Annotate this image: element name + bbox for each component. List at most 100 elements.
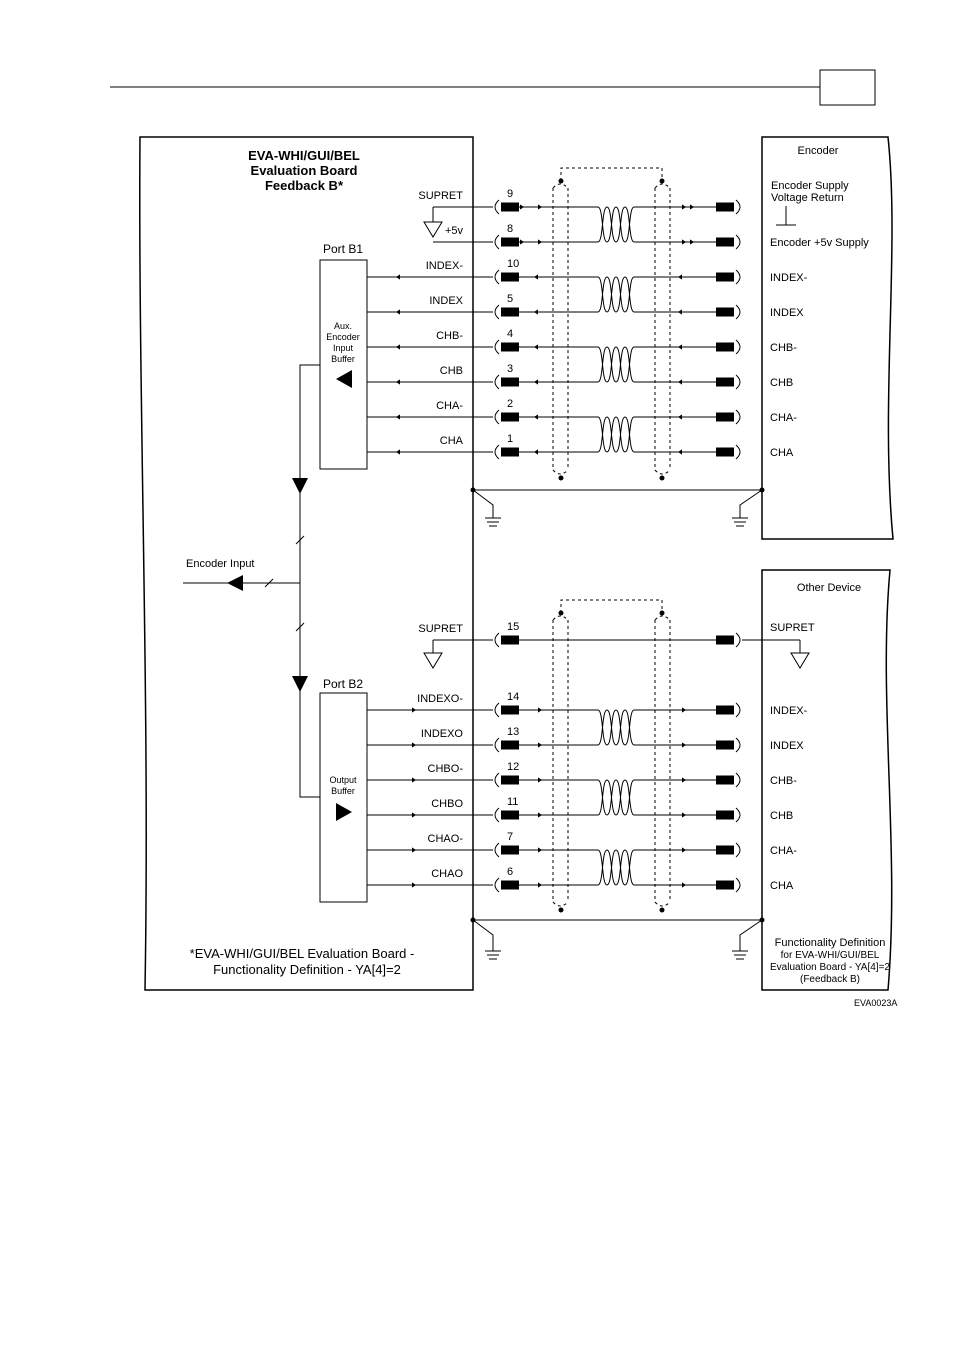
port-b2-buffer [319,692,368,903]
b1-buffer-line-4: Buffer [331,354,355,364]
board-signal-label: INDEXO [421,728,464,740]
board-signal-label: INDEXO- [417,693,463,705]
pin-number: 11 [507,796,518,808]
pin-number: 6 [507,866,513,878]
shield-top [552,167,671,481]
device-signal-label: CHB- [770,342,797,354]
pin-number: 4 [507,328,513,340]
board-signal-label: CHBO- [428,763,464,775]
board-signal-label: SUPRET [418,190,463,202]
encoder-outline [761,136,894,540]
bus-slash-2 [295,622,305,632]
board-signal-label: INDEX- [426,260,464,272]
twisted-pair-4 [597,416,635,453]
encoder-supply-line-2: Voltage Return [771,192,844,204]
board-signal-label: CHA [440,435,464,447]
b2-buffer-triangle-icon [336,803,352,821]
chassis-ground-1-icon [472,489,501,527]
shield-bottom [552,599,671,913]
port-b1-buffer [319,259,368,470]
twisted-pair-6 [597,779,635,816]
signal-ground-bottom-icon [423,640,443,669]
twisted-pair-1 [597,206,635,243]
device-signal-label: INDEX- [770,705,808,717]
board-signal-label: +5v [445,225,464,237]
board-outline [139,136,474,991]
b1-buffer-line-3: Input [333,343,354,353]
port-b1-label: Port B1 [323,242,363,256]
encoder-title: Encoder [798,145,839,157]
device-signal-label: CHB [770,810,793,822]
device-signal-label: SUPRET [770,622,815,634]
chassis-ground-2-icon [732,489,763,527]
page-number-box [819,69,876,106]
device-signal-label: CHB [770,377,793,389]
device-signal-label: INDEX [770,307,804,319]
pin-number: 7 [507,831,513,843]
twisted-pair-5 [597,709,635,746]
bus-arrow-down-1-icon [292,478,308,494]
footnote-line-2: Functionality Definition - YA[4]=2 [213,962,401,977]
other-device-title: Other Device [797,582,861,594]
pin-number: 8 [507,223,513,235]
device-signal-label: CHA [770,447,794,459]
pin-number: 1 [507,433,513,445]
b1-buffer-line-2: Encoder [326,332,360,342]
pin-number: 5 [507,293,513,305]
device-signal-label: INDEX- [770,272,808,284]
other-device-outline [761,569,893,991]
device-signal-label: CHA [770,880,794,892]
b2-buffer-line-2: Buffer [331,786,355,796]
device-signal-label: CHA- [770,845,797,857]
internal-bus [299,364,320,798]
b1-buffer-triangle-icon [336,370,352,388]
functionality-line-3: Evaluation Board - YA[4]=2 [770,962,890,973]
twisted-pair-2 [597,276,635,313]
pin-number: 15 [507,621,519,633]
pin-number: 13 [507,726,519,738]
device-signal-label: CHB- [770,775,797,787]
pin-number: 9 [507,188,513,200]
functionality-line-1: Functionality Definition [775,937,886,949]
pin-number: 14 [507,691,519,703]
encoder-input-label: Encoder Input [186,558,255,570]
chassis-ground-3-icon [472,919,501,960]
encoder-input-arrow-icon [227,575,243,591]
board-signal-label: CHB- [436,330,463,342]
bus-slash-1 [295,535,305,545]
board-title-line-1: EVA-WHI/GUI/BEL [248,148,360,163]
board-title-line-3: Feedback B* [265,178,344,193]
device-signal-label: Encoder +5v Supply [770,237,869,249]
twisted-pair-3 [597,346,635,383]
encoder-supply-line-1: Encoder Supply [771,180,849,192]
board-signal-label: CHA- [436,400,463,412]
board-signal-label: SUPRET [418,623,463,635]
port-b2-label: Port B2 [323,677,363,691]
board-signal-label: CHAO- [428,833,464,845]
device-signal-label: INDEX [770,740,804,752]
board-signal-label: CHAO [431,868,463,880]
board-signal-label: CHBO [431,798,463,810]
signal-ground-top-icon [423,207,443,238]
other-device-ground-icon [790,640,810,669]
b2-buffer-line-1: Output [329,775,357,785]
figure-id: EVA0023A [854,998,897,1008]
board-title-line-2: Evaluation Board [251,163,358,178]
functionality-line-4: (Feedback B) [800,974,860,985]
functionality-line-2: for EVA-WHI/GUI/BEL [781,950,880,961]
